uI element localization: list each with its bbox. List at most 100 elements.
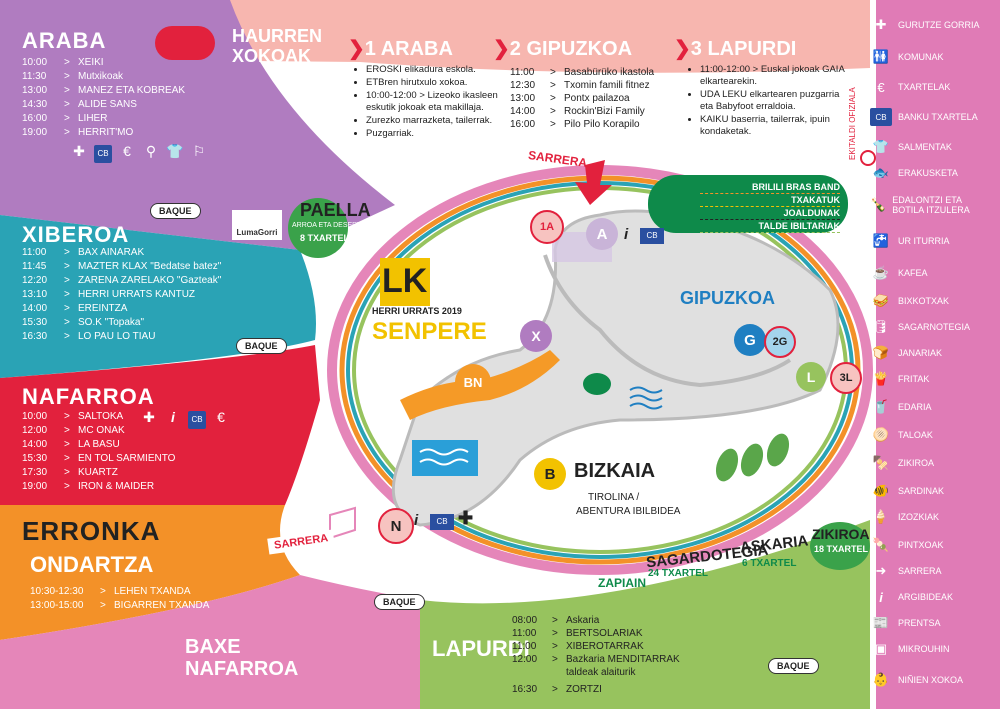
- toilet-icon: 🚻: [872, 49, 890, 64]
- xiberoa-schedule: 11:00>BAX AINARAK 11:45>MAZTER KLAX "Bed…: [22, 247, 222, 342]
- legend-item: 🥪BIXKOTXAK: [870, 290, 982, 312]
- haurren-logo: [155, 26, 215, 60]
- coffee-icon: ☕: [872, 265, 890, 280]
- senpere-label: SENPERE: [372, 318, 487, 345]
- card-icon: CB: [640, 228, 664, 244]
- legend-item: 👶NIÑIEN XOKOA: [870, 666, 982, 694]
- erronka-subtitle: ONDARTZA: [30, 552, 154, 577]
- sandwich-icon: 🥪: [872, 293, 890, 308]
- toilet-icon: ⚲: [145, 143, 157, 159]
- legend-item: ✚GURUTZE GORRIA: [870, 14, 982, 36]
- zikiroa-price: 18 TXARTEL: [814, 544, 869, 554]
- stage-pill: [648, 175, 848, 233]
- legend-item: ☕KAFEA: [870, 262, 982, 284]
- nafarroa-band: [0, 345, 320, 505]
- ticket-icon: €: [877, 79, 885, 95]
- legend-item: 🍦IZOZKIAK: [870, 506, 982, 528]
- legend-item: 🍟FRITAK: [870, 368, 982, 390]
- zone-b[interactable]: B: [534, 458, 566, 490]
- legend-band: [876, 0, 1000, 709]
- herri-urrats-label: HERRI URRATS 2019: [372, 306, 462, 316]
- cross-icon: ✚: [875, 17, 887, 32]
- microwave-icon: ▣: [874, 641, 888, 656]
- zikiroa-badge: [810, 522, 870, 570]
- zone-x[interactable]: X: [520, 320, 552, 352]
- stage-legend: BRILILI BRAS BAND TXAKATUK JOALDUNAK TAL…: [700, 181, 840, 233]
- legend-item: 🛢SAGARNOTEGIA: [870, 316, 982, 338]
- sagardotegia-price: 24 TXARTEL: [648, 568, 709, 579]
- zone-n[interactable]: N: [378, 508, 414, 544]
- ticket-icon: €: [217, 409, 225, 425]
- baque-logo-araba: BAQUE: [150, 203, 201, 219]
- info-icon: i: [171, 409, 175, 425]
- legend-item: 🍡PINTXOAK: [870, 534, 982, 556]
- tab-araba: ❯1 ARABA: [348, 38, 453, 60]
- legend-item: 📰PRENTSA: [870, 612, 982, 634]
- drinks-icon: 🥤: [872, 399, 890, 414]
- zone-3l[interactable]: 3L: [830, 362, 862, 394]
- xiberoa-band: [0, 215, 316, 378]
- zone-1a[interactable]: 1A: [530, 210, 564, 244]
- zapiain-logo: ZAPIAIN: [598, 576, 646, 590]
- zone-l[interactable]: L: [796, 362, 826, 392]
- entrance-arrow-left: [329, 506, 356, 540]
- araba-schedule: 10:00>XEIKI 11:30>Mutxikoak 13:00>MANEZ …: [22, 57, 186, 138]
- gipuzkoa-map-label: GIPUZKOA: [680, 288, 776, 308]
- info-icon: i: [879, 589, 883, 605]
- zikiroa-label: ZIKIROA: [812, 526, 870, 542]
- legend-item: 🥤EDARIA: [870, 396, 982, 418]
- paella-price: 8 TXARTEL: [300, 233, 350, 243]
- zone-a[interactable]: A: [586, 218, 618, 250]
- tab-gipuzkoa: ❯2 GIPUZKOA: [493, 38, 633, 60]
- paella-title: PAELLA: [300, 200, 371, 220]
- xiberoa-title: XIBEROA: [22, 222, 130, 247]
- lk-logo: [380, 258, 430, 306]
- zone-bn[interactable]: BN: [455, 364, 491, 400]
- legend-item: 👕SALMENTAK: [870, 136, 982, 158]
- legend-item: 🍢ZIKIROA: [870, 452, 982, 474]
- legend-item: 🚰UR ITURRIA: [870, 230, 982, 252]
- legend-item: 🍾EDALONTZI ETA BOTILA ITZULERA: [870, 195, 970, 215]
- card-icon: CB: [94, 145, 112, 163]
- baque-logo-xiberoa: BAQUE: [236, 338, 287, 354]
- barrel-icon: 🛢: [872, 319, 890, 334]
- haurren-title: HAURREN XOKOAK: [232, 26, 322, 66]
- bizkaia-map-label: BIZKAIA: [574, 460, 656, 482]
- official-marker-icon: [860, 150, 876, 166]
- card-icon: CB: [430, 514, 454, 530]
- info-icon: i: [414, 512, 419, 529]
- tap-icon: ⚐: [192, 143, 206, 159]
- baxe-band: [0, 575, 420, 709]
- cross-icon: ✚: [143, 409, 155, 425]
- fries-icon: 🍟: [872, 371, 890, 386]
- zone-2g[interactable]: 2G: [764, 326, 796, 358]
- legend-item: ▣MIKROUHIN: [870, 638, 982, 660]
- kids-lapurdi-list: 11:00-12:00 > Euskal jokoak GAIA elkarte…: [686, 64, 850, 139]
- paella-subtitle: ARROA ETA DESERTA: [292, 222, 366, 229]
- card-icon: CB: [188, 411, 206, 429]
- tab-lapurdi: ❯3 LAPURDI: [674, 38, 797, 60]
- entrance-arrow-top: [575, 160, 612, 205]
- nafarroa-schedule: 10:00>SALTOKA 12:00>MC ONAK 14:00>LA BAS…: [22, 411, 176, 492]
- baque-logo-lapurdi: BAQUE: [768, 658, 819, 674]
- lumagorri-logo: LumaGorri: [232, 210, 282, 240]
- legend-item: 🫓TALOAK: [870, 424, 982, 446]
- water-pool: [412, 440, 478, 476]
- lk-text: LK: [382, 262, 428, 300]
- araba-title: ARABA: [22, 28, 107, 53]
- legend-item: 🐟ERAKUSKETA: [870, 162, 982, 184]
- araba-band: [0, 0, 395, 250]
- lapurdi-title: LAPURDI: [432, 636, 530, 661]
- askaria-price: 6 TXARTEL: [742, 558, 797, 569]
- fish-icon: 🐟: [872, 165, 890, 180]
- sardine-icon: 🐠: [872, 483, 890, 498]
- cross-icon: ✚: [73, 143, 85, 159]
- shirt-icon: 👕: [166, 143, 184, 159]
- cross-icon: ✚: [458, 508, 474, 528]
- tap-icon: 🚰: [872, 233, 890, 248]
- erronka-title: ERRONKA: [22, 516, 161, 546]
- zone-g[interactable]: G: [734, 324, 766, 356]
- erronka-band: [0, 505, 300, 640]
